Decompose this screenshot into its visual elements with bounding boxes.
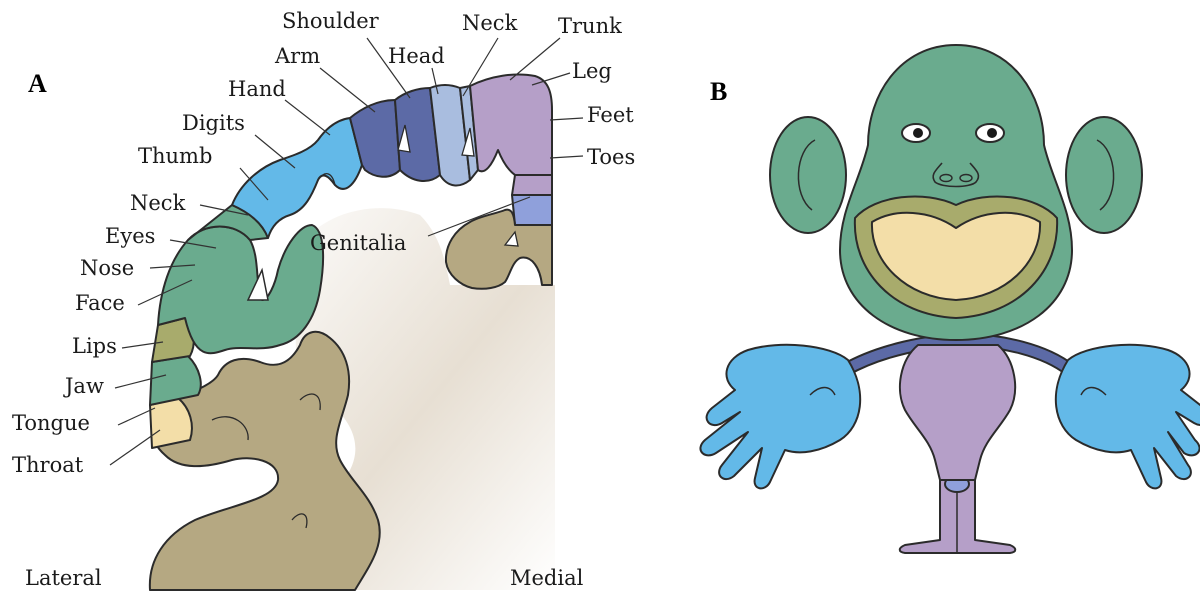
label-trunk: Trunk bbox=[558, 14, 622, 38]
right-pupil bbox=[987, 128, 997, 138]
panel-a-letter: A bbox=[28, 69, 47, 98]
label-genitalia: Genitalia bbox=[310, 231, 406, 255]
label-medial: Medial bbox=[510, 566, 584, 590]
label-toes: Toes bbox=[587, 145, 635, 169]
label-tongue: Tongue bbox=[12, 411, 90, 435]
label-head: Head bbox=[388, 44, 445, 68]
label-lips: Lips bbox=[72, 334, 117, 358]
label-arm: Arm bbox=[274, 44, 320, 68]
label-neck-top: Neck bbox=[462, 11, 518, 35]
region-tongue bbox=[150, 398, 192, 448]
label-face: Face bbox=[75, 291, 125, 315]
label-throat: Throat bbox=[12, 453, 84, 477]
left-ear bbox=[770, 117, 846, 233]
label-jaw: Jaw bbox=[63, 374, 104, 398]
label-lateral: Lateral bbox=[25, 566, 102, 590]
trunk bbox=[900, 345, 1015, 480]
label-neck-side: Neck bbox=[130, 191, 186, 215]
panel-b-homunculus-figure: B bbox=[700, 45, 1200, 553]
region-trunk-leg-lavender bbox=[470, 74, 552, 175]
label-shoulder: Shoulder bbox=[282, 9, 380, 33]
label-leg: Leg bbox=[572, 59, 612, 83]
label-eyes: Eyes bbox=[105, 224, 155, 248]
region-toes bbox=[512, 175, 552, 195]
panel-a-homunculus-map: A bbox=[12, 9, 635, 590]
left-pupil bbox=[913, 128, 923, 138]
left-hand bbox=[700, 345, 860, 489]
label-thumb: Thumb bbox=[138, 144, 212, 168]
panel-b-letter: B bbox=[710, 77, 727, 106]
label-digits: Digits bbox=[182, 111, 245, 135]
right-ear bbox=[1066, 117, 1142, 233]
label-feet: Feet bbox=[587, 103, 634, 127]
label-hand: Hand bbox=[228, 77, 286, 101]
label-nose: Nose bbox=[80, 256, 134, 280]
right-hand bbox=[1056, 345, 1200, 489]
region-genitalia bbox=[512, 195, 552, 225]
